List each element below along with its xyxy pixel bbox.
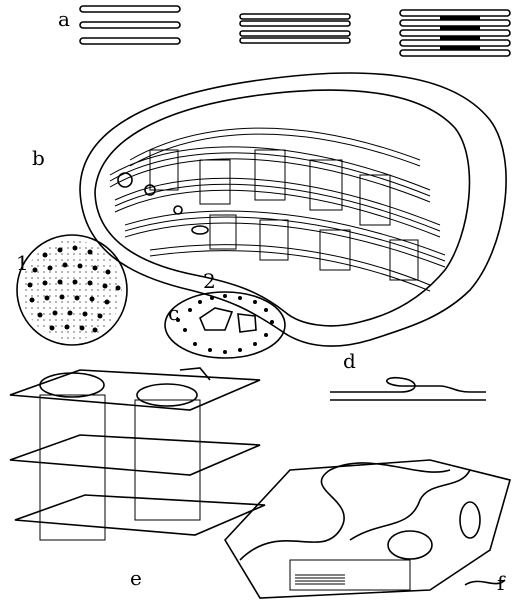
membrane-stacks-a bbox=[80, 6, 510, 56]
inner-envelope bbox=[95, 90, 469, 326]
grana-3d-e bbox=[10, 368, 265, 540]
label-1: 1 bbox=[16, 251, 29, 275]
outer-envelope bbox=[80, 73, 506, 346]
grana-stack bbox=[400, 10, 510, 56]
cross-section-1 bbox=[17, 235, 127, 345]
label-e: e bbox=[130, 566, 142, 590]
thylakoid-lamellae bbox=[110, 128, 445, 291]
membrane-fold-d bbox=[330, 378, 486, 400]
label-c: c bbox=[168, 301, 179, 325]
label-a: a bbox=[58, 7, 70, 31]
starch-granules bbox=[118, 173, 208, 234]
chloroplast-b bbox=[80, 73, 506, 346]
single-thylakoid-stack bbox=[80, 6, 180, 44]
thylakoid-network-f bbox=[225, 460, 510, 598]
label-d: d bbox=[343, 349, 356, 373]
paired-thylakoid-stack bbox=[240, 14, 350, 43]
label-f: f bbox=[497, 571, 506, 595]
label-b: b bbox=[32, 146, 45, 170]
label-2: 2 bbox=[203, 269, 216, 293]
cross-section-2 bbox=[165, 292, 285, 358]
